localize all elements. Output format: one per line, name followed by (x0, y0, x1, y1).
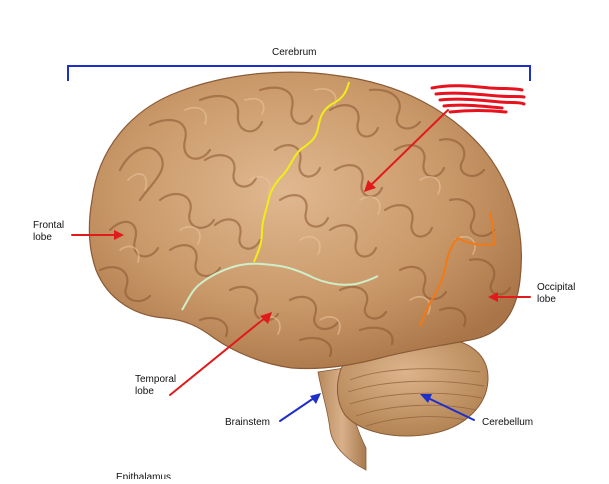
cerebellum-folia (347, 368, 485, 427)
central-sulcus-line (253, 81, 350, 263)
redaction-scribble (430, 84, 526, 114)
cerebrum-bracket (67, 65, 531, 81)
temporal-lobe-label: Temporal lobe (135, 374, 177, 397)
brainstem-arrow (279, 393, 321, 422)
parieto-occipital-line (419, 211, 496, 327)
occipital-arrow (488, 292, 531, 302)
scribble-arrow (364, 109, 449, 192)
brainstem-label: Brainstem (225, 417, 271, 428)
frontal-arrow (71, 230, 124, 240)
frontal-lobe-label: Frontal lobe (33, 220, 65, 243)
cerebellum-arrow (420, 394, 475, 421)
lateral-sulcus-line (181, 262, 379, 311)
arrows (71, 109, 531, 422)
cerebellum-label: Cerebellum (482, 417, 534, 428)
epithalamus-label: Epithalamus (116, 472, 172, 479)
occipital-lobe-label: Occipital lobe (537, 282, 576, 305)
temporal-arrow (169, 312, 272, 396)
gyri-texture (98, 86, 512, 358)
cerebrum-label: Cerebrum (272, 47, 317, 58)
